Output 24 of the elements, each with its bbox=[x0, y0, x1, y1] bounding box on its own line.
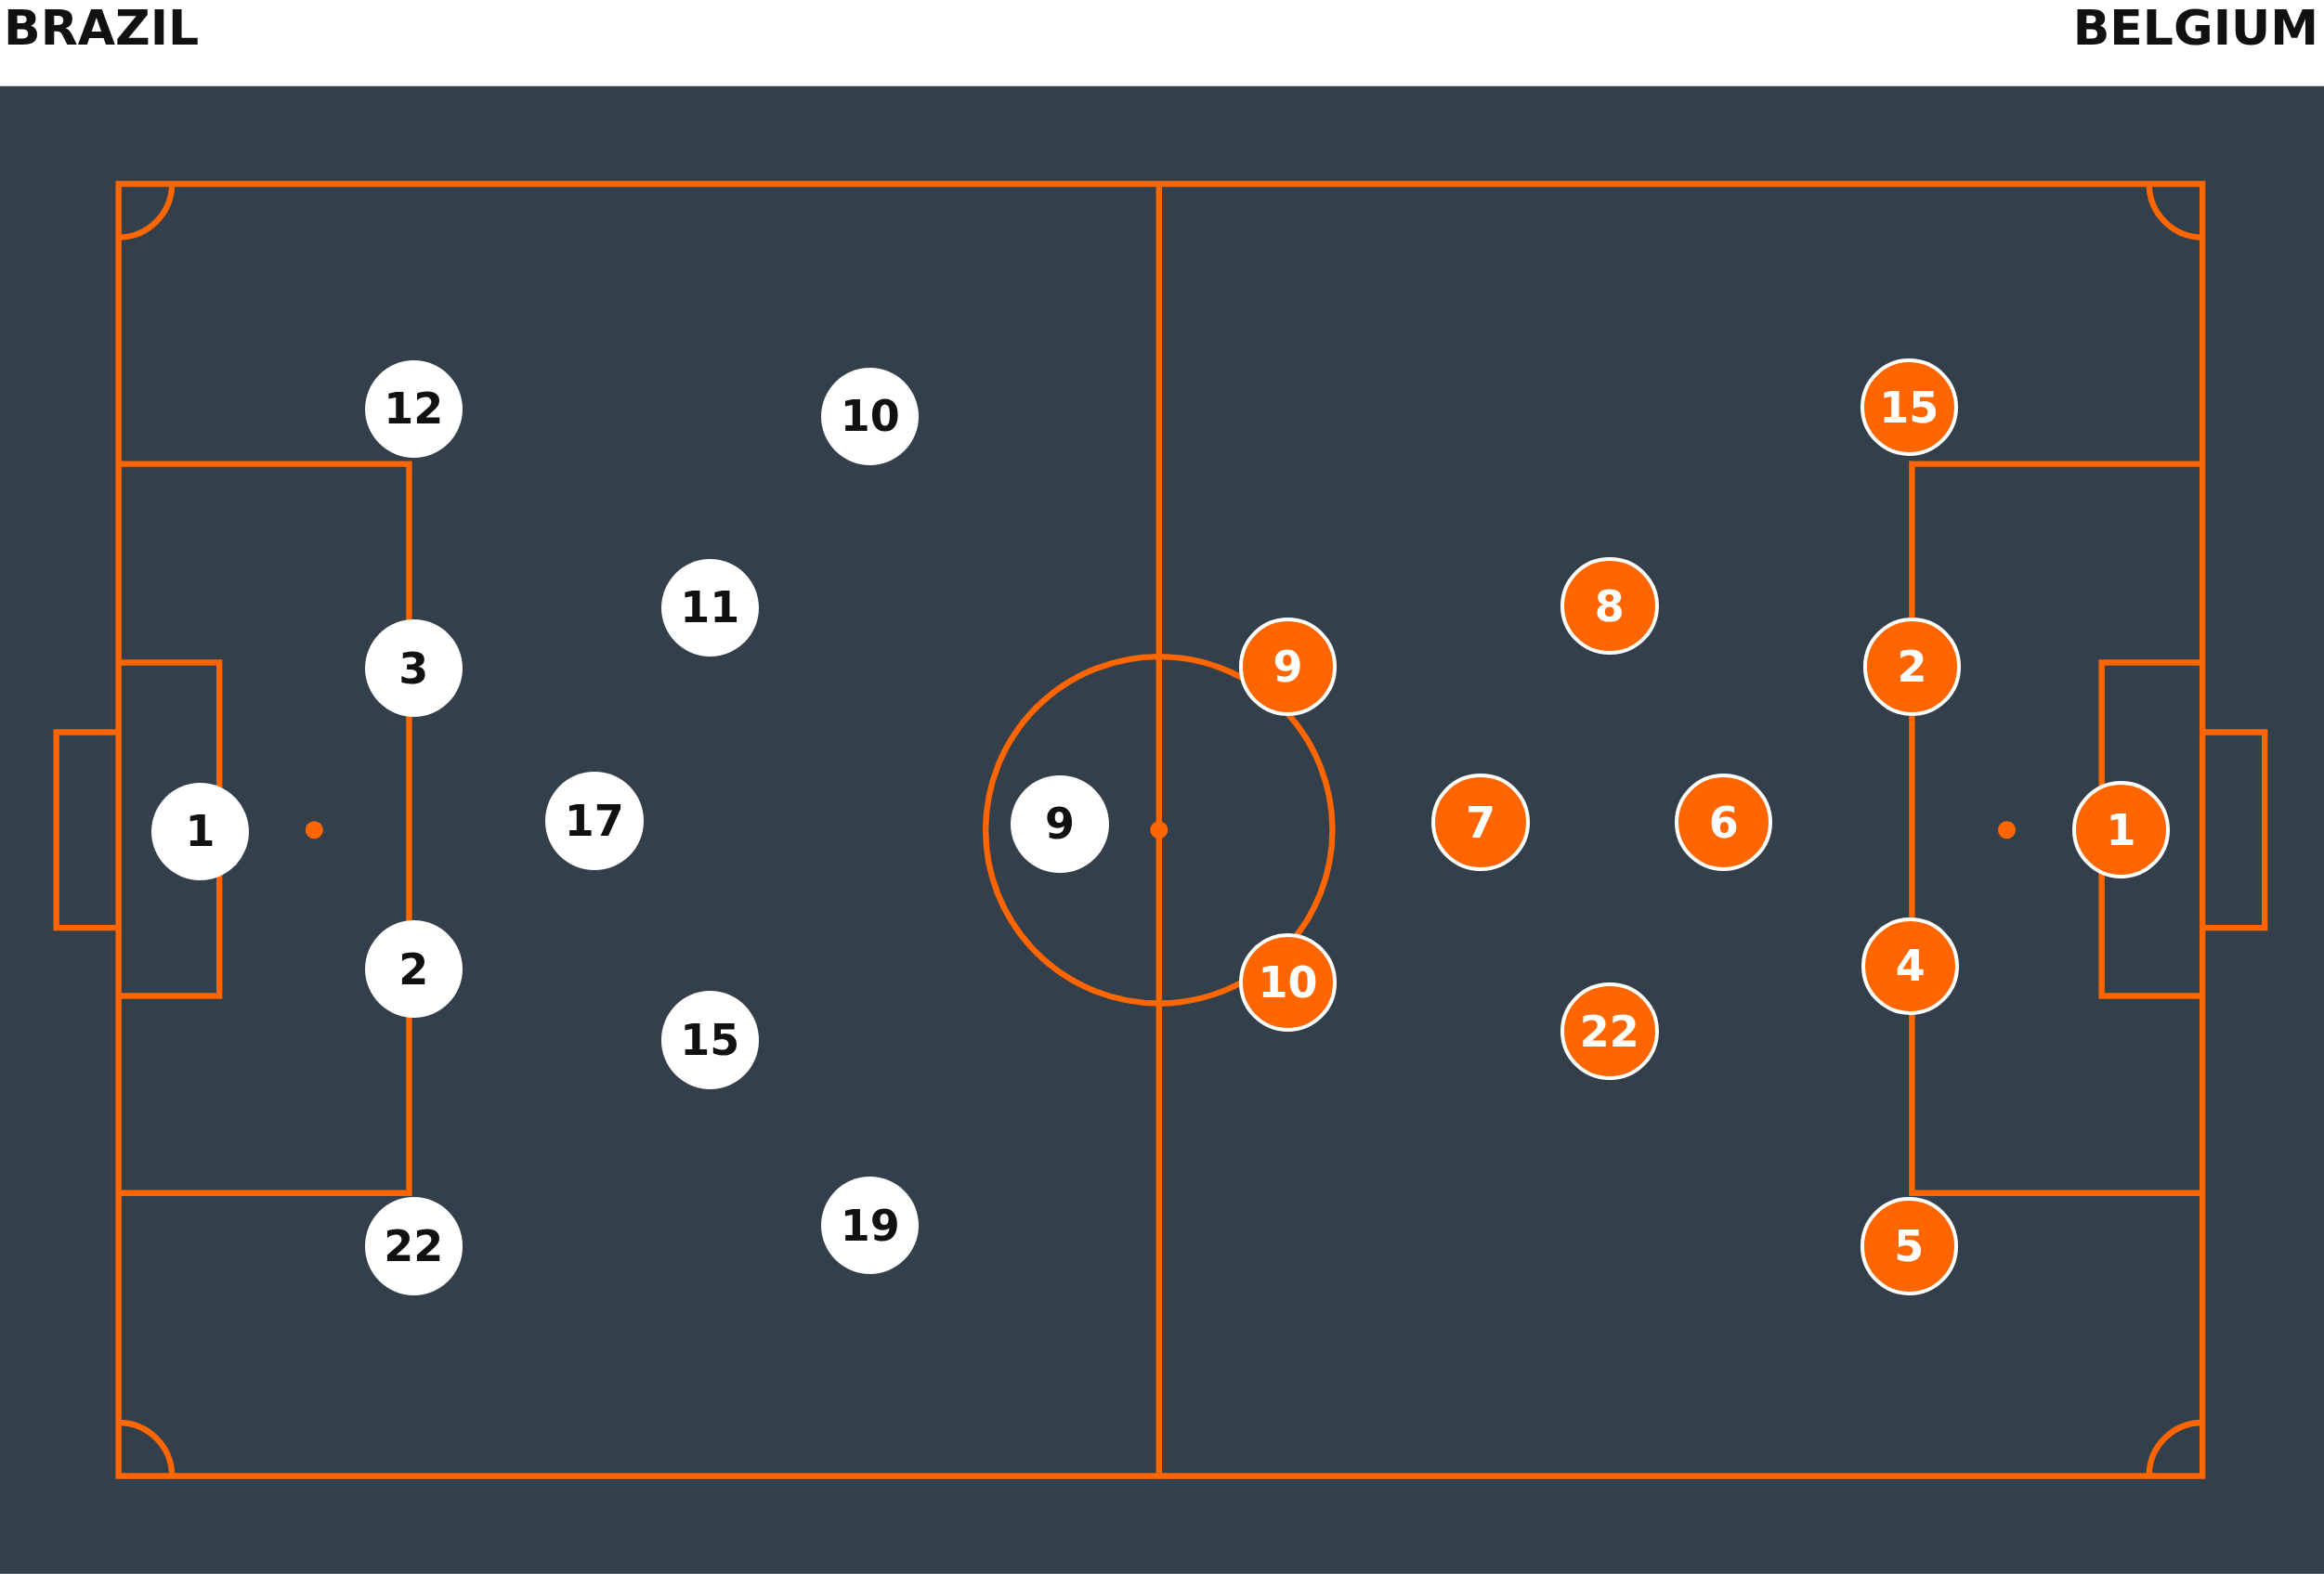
shirt-number: 2 bbox=[398, 947, 429, 991]
shirt-number: 19 bbox=[840, 1203, 900, 1247]
shirt-number: 3 bbox=[398, 646, 429, 690]
shirt-number: 17 bbox=[564, 800, 624, 842]
shirt-number: 15 bbox=[1879, 385, 1939, 429]
shirt-number: 9 bbox=[1273, 645, 1303, 689]
shirt-number: 5 bbox=[1894, 1224, 1925, 1268]
shirt-number: 1 bbox=[2106, 808, 2136, 852]
shirt-number: 22 bbox=[1579, 1009, 1639, 1053]
shirt-number: 10 bbox=[840, 395, 900, 438]
shirt-number: 7 bbox=[1466, 800, 1496, 844]
shirt-number: 15 bbox=[680, 1019, 740, 1062]
shirt-number: 2 bbox=[1897, 645, 1927, 689]
shirt-number: 4 bbox=[1895, 944, 1926, 988]
shirt-number: 8 bbox=[1594, 584, 1625, 628]
shirt-number: 10 bbox=[1258, 960, 1318, 1004]
team-name: BRAZIL bbox=[4, 0, 200, 56]
shirt-number: 11 bbox=[680, 586, 740, 630]
shirt-number: 6 bbox=[1708, 800, 1739, 844]
shirt-number: 1 bbox=[185, 810, 215, 853]
shirt-number: 12 bbox=[384, 387, 444, 431]
team-name: BELGIUM bbox=[2072, 0, 2318, 56]
shirt-number: 22 bbox=[384, 1224, 444, 1268]
shirt-number: 9 bbox=[1044, 802, 1075, 846]
